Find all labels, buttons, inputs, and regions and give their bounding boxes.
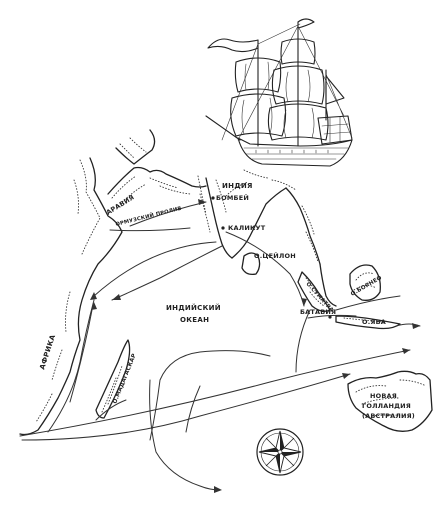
label-arabia: АРАВИЯ (105, 193, 136, 216)
city-marker-calicut (221, 226, 225, 230)
sailing-ship-icon (205, 18, 353, 167)
label-indian-ocean-line2: ОКЕАН (180, 316, 209, 324)
land-shading (35, 137, 427, 423)
label-indian-ocean-line1: ИНДИЙСКИЙ (166, 303, 221, 312)
sea-routes (19, 199, 421, 493)
label-new-holland-line2: ГОЛЛАНДИЯ (362, 402, 411, 410)
city-marker-batavia (328, 315, 332, 319)
label-ceylon: О.ЦЕЙЛОН (254, 251, 296, 260)
label-india: ИНДИЯ (222, 182, 253, 190)
label-calicut: КАЛИКУТ (228, 224, 266, 232)
label-batavia: БАТАВИЯ (300, 308, 336, 316)
label-new-holland-line1: НОВАЯ (370, 392, 397, 400)
coastline (19, 129, 433, 436)
label-africa: АФРИКА (38, 333, 57, 370)
label-java: О.ЯВА (362, 318, 386, 326)
city-marker-bombay (211, 196, 215, 200)
label-bombay: БОМБЕЙ (216, 193, 249, 202)
label-arabia-strait: ОРМУЗСКИЙ ПРОЛИВ (115, 204, 183, 228)
map-labels: АРАВИЯ ОРМУЗСКИЙ ПРОЛИВ ИНДИЯ БОМБЕЙ КАЛ… (38, 182, 415, 420)
label-new-holland-line3: (АВСТРАЛИЯ) (362, 412, 415, 420)
compass-rose-icon (256, 428, 304, 476)
